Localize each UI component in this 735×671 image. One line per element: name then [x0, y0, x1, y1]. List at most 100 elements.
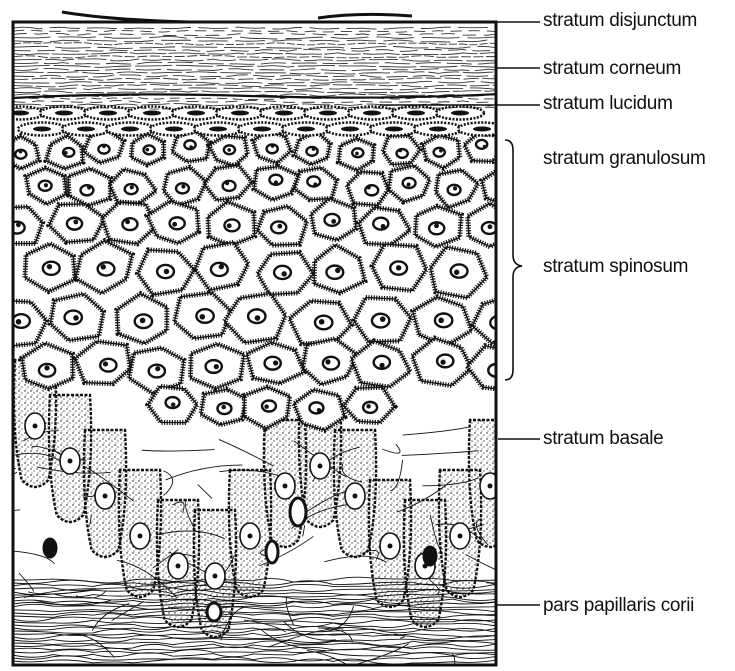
corneum-stratum-line [13, 65, 513, 67]
cell-nucleolus [438, 318, 444, 324]
corneum-stratum-line [13, 37, 513, 39]
papillary-fiber [13, 604, 533, 609]
collagen-fiber [198, 485, 212, 499]
cell-nucleolus [281, 271, 286, 276]
basal-nucleolus [213, 574, 218, 579]
papillary-fiber [13, 628, 533, 633]
cell-nucleolus [200, 314, 206, 320]
corneum-stratum-line [13, 59, 513, 61]
cell-nucleolus [130, 185, 134, 189]
label-stratum-lucidum: stratum lucidum [543, 93, 673, 115]
lucidum-nucleus [77, 127, 95, 132]
cell-nucleolus [214, 364, 219, 369]
cell-nucleolus [379, 363, 384, 368]
corneum-stratum-line [13, 40, 513, 42]
lucidum-nucleus [363, 111, 381, 116]
corneum-stratum-line [13, 97, 513, 99]
cell-nucleus [211, 263, 228, 276]
cell-nucleolus [381, 224, 386, 229]
lucidum-nucleus [297, 127, 315, 132]
lucidum-nucleus [99, 111, 117, 116]
collagen-fiber [403, 427, 471, 436]
cell-nucleolus [155, 366, 160, 371]
basal-nucleolus [353, 494, 358, 499]
lucidum-nucleus [187, 111, 205, 116]
lucidum-nucleus [341, 127, 359, 132]
corneum-stratum-line [13, 100, 513, 102]
cell-nucleolus [434, 223, 439, 228]
cell-nucleolus [335, 268, 340, 273]
collagen-fiber [303, 525, 305, 536]
corneum-top-flake [318, 14, 412, 18]
cell-nucleolus [87, 185, 91, 189]
cell-nucleolus [47, 264, 52, 269]
cell-nucleolus [366, 404, 371, 409]
basal-nucleolus [103, 494, 108, 499]
lucidum-nucleus [319, 111, 337, 116]
cell-nucleolus [172, 222, 177, 227]
label-stratum-disjunctum: stratum disjunctum [543, 10, 697, 32]
collagen-fiber [92, 604, 129, 631]
lucidum-nucleus [473, 127, 491, 132]
label-stratum-spinosum: stratum spinosum [543, 256, 688, 278]
cell-nucleolus [16, 222, 21, 227]
cell-nucleolus [19, 150, 23, 154]
cell-nucleolus [488, 224, 493, 229]
dermis-light-cell [290, 498, 306, 526]
cell-nucleolus [440, 360, 445, 365]
cell-nucleolus [225, 181, 229, 185]
basal-nucleolus [318, 464, 323, 469]
cell-nucleolus [101, 264, 106, 269]
corneum-boundary-line [13, 94, 500, 98]
label-stratum-basale: stratum basale [543, 428, 663, 450]
cell-nucleolus [189, 145, 193, 149]
spinous-cell [472, 295, 532, 343]
cell-nucleolus [73, 219, 78, 224]
lucidum-nucleus [209, 127, 227, 132]
lucidum-nucleus [275, 111, 293, 116]
corneum-stratum-line [13, 91, 513, 93]
cell-nucleolus [125, 219, 130, 224]
papillary-fiber [13, 623, 533, 628]
cell-nucleolus [103, 361, 108, 366]
cell-nucleolus [274, 180, 278, 184]
papillary-fiber [13, 610, 533, 615]
label-pars-papillaris-corii: pars papillaris corii [543, 595, 694, 617]
dermis-light-cell [266, 541, 278, 563]
cell-nucleolus [355, 152, 359, 156]
corneum-stratum-line [13, 75, 513, 77]
basal-nucleolus [138, 534, 143, 539]
spinous-cell-layer [0, 130, 532, 430]
cell-nucleolus [271, 144, 275, 148]
cell-nucleus [81, 185, 94, 195]
cell-nucleolus [255, 315, 261, 321]
collagen-fiber [142, 450, 215, 452]
cell-nucleolus [317, 408, 322, 413]
cell-nucleolus [501, 186, 505, 190]
corneum-stratum-line [13, 30, 513, 32]
lucidum-nucleus [429, 127, 447, 132]
lucidum-nucleus [33, 127, 51, 132]
collagen-fiber [402, 451, 479, 456]
label-stratum-corneum: stratum corneum [543, 58, 681, 80]
corneum-stratum-line [13, 43, 513, 45]
dermis-light-cell [207, 603, 221, 621]
cell-nucleolus [219, 264, 224, 269]
corneum-stratum-line [13, 88, 513, 90]
corneum-stratum-line [13, 46, 513, 48]
cell-nucleolus [313, 182, 317, 186]
corneum-stratum-line [13, 52, 513, 54]
lucidum-nucleus [55, 111, 73, 116]
corneum-stratum-line [13, 49, 513, 51]
basal-nucleolus [33, 424, 38, 429]
lucidum-nucleus [253, 127, 271, 132]
basal-nucleolus [68, 459, 73, 464]
papillary-fiber [13, 614, 533, 619]
cell-nucleus [196, 309, 213, 323]
basal-nucleolus [458, 534, 463, 539]
cell-nucleolus [454, 270, 459, 275]
collagen-fiber [0, 498, 20, 510]
cell-nucleolus [264, 404, 269, 409]
cell-nucleolus [380, 316, 386, 322]
cell-nucleolus [273, 360, 278, 365]
